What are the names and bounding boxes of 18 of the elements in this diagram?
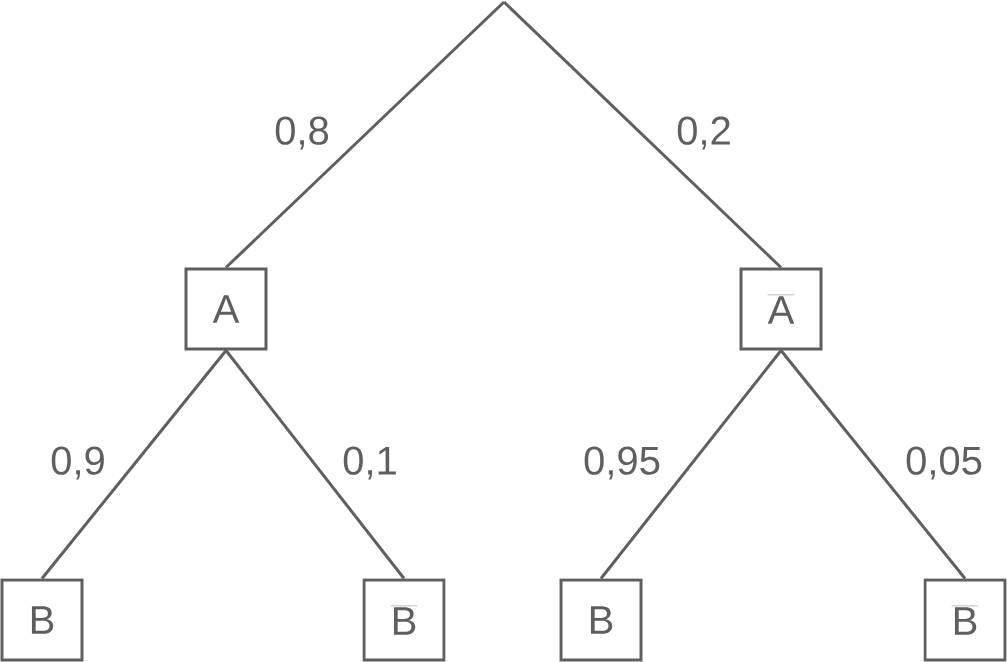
- edge-label: 0,05: [906, 446, 982, 480]
- edge-label: 0,8: [275, 116, 329, 150]
- event-box: $\overline{\mathsf{B}}$: [923, 578, 1007, 662]
- branch-line: [502, 0, 783, 269]
- branch-line: [224, 0, 506, 269]
- edge-label: 0,9: [51, 446, 104, 480]
- event-box: $\mathsf{B}$: [0, 578, 84, 662]
- branch-line: [599, 349, 783, 580]
- event-box: $\mathsf{A}$: [184, 267, 268, 351]
- edge-label: 0,95: [584, 446, 660, 480]
- branch-line: [224, 349, 406, 580]
- event-box: $\overline{\mathsf{B}}$: [362, 578, 446, 662]
- branch-line: [40, 349, 228, 580]
- branch-line: [779, 349, 967, 580]
- edge-label: 0,2: [677, 116, 730, 150]
- event-box: $\overline{\mathsf{A}}$: [739, 267, 823, 351]
- event-box: $\mathsf{B}$: [559, 578, 643, 662]
- edge-label: 0,1: [343, 446, 396, 480]
